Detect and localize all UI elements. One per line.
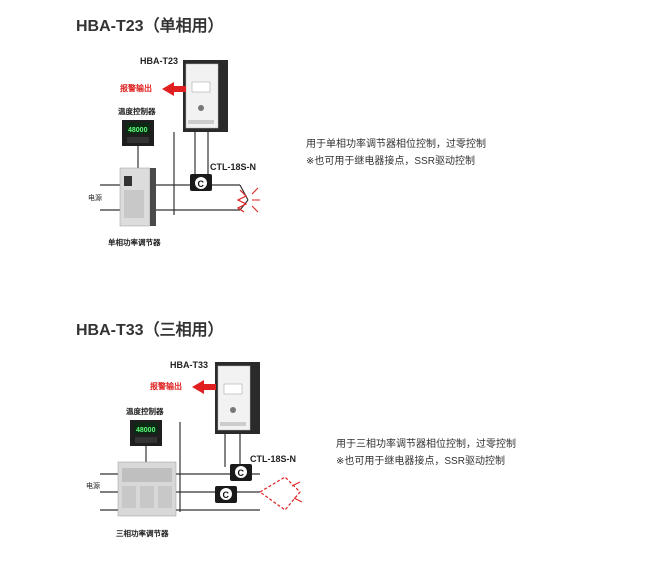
ct-sensor-icon (190, 174, 212, 191)
power-regulator-unit (119, 167, 156, 227)
power-label: 电源 (86, 481, 100, 490)
ct-sensor-icon (230, 464, 252, 481)
sensor-label: CTL-18S-N (210, 162, 256, 172)
ct-letter: C (198, 179, 205, 189)
regulator-label: 单相功率调节器 (108, 237, 161, 247)
alarm-arrow-icon (162, 82, 186, 96)
ct-letter: C (223, 490, 230, 500)
power-label: 电源 (88, 193, 102, 202)
section-title-three-phase: HBA-T33（三相用） (76, 322, 224, 339)
hba-t33-unit (215, 362, 260, 434)
temperature-controller-unit (130, 420, 162, 446)
three-phase-wiring-diagram: HBA-T33 报警输出 温度控制器 48000 C C CTL-18S-N (86, 360, 303, 538)
ct-sensor-icon (215, 486, 237, 503)
desc-line: 用于单相功率调节器相位控制，过零控制 (306, 139, 486, 150)
desc-line: 用于三相功率调节器相位控制，过零控制 (336, 439, 516, 450)
controller-label: 温度控制器 (118, 106, 156, 116)
desc-line: ※也可用于继电器接点，SSR驱动控制 (306, 156, 475, 167)
single-phase-description: 用于单相功率调节器相位控制，过零控制 ※也可用于继电器接点，SSR驱动控制 (306, 136, 486, 170)
power-regulator-unit (117, 461, 177, 517)
sensor-label: CTL-18S-N (250, 454, 296, 464)
section-title-single-phase: HBA-T23（单相用） (76, 18, 224, 35)
alarm-arrow-icon (192, 380, 216, 394)
temperature-controller-unit (122, 120, 154, 146)
regulator-label: 三相功率调节器 (116, 528, 169, 538)
desc-line: ※也可用于继电器接点，SSR驱动控制 (336, 456, 505, 467)
heater-icon (258, 476, 303, 511)
controller-display: 48000 (128, 127, 148, 134)
device-label: HBA-T33 (170, 360, 208, 370)
single-phase-wiring-diagram: HBA-T23 报警输出 温度控制器 48000 C CTL-18S-N (88, 56, 260, 247)
ct-letter: C (238, 468, 245, 478)
heater-icon (236, 187, 260, 213)
controller-display: 48000 (136, 427, 156, 434)
device-label: HBA-T23 (140, 56, 178, 66)
hba-t23-unit (183, 60, 228, 132)
controller-label: 温度控制器 (126, 406, 164, 416)
alarm-output-label: 报警输出 (150, 381, 182, 391)
three-phase-description: 用于三相功率调节器相位控制，过零控制 ※也可用于继电器接点，SSR驱动控制 (336, 436, 516, 470)
alarm-output-label: 报警输出 (120, 83, 152, 93)
